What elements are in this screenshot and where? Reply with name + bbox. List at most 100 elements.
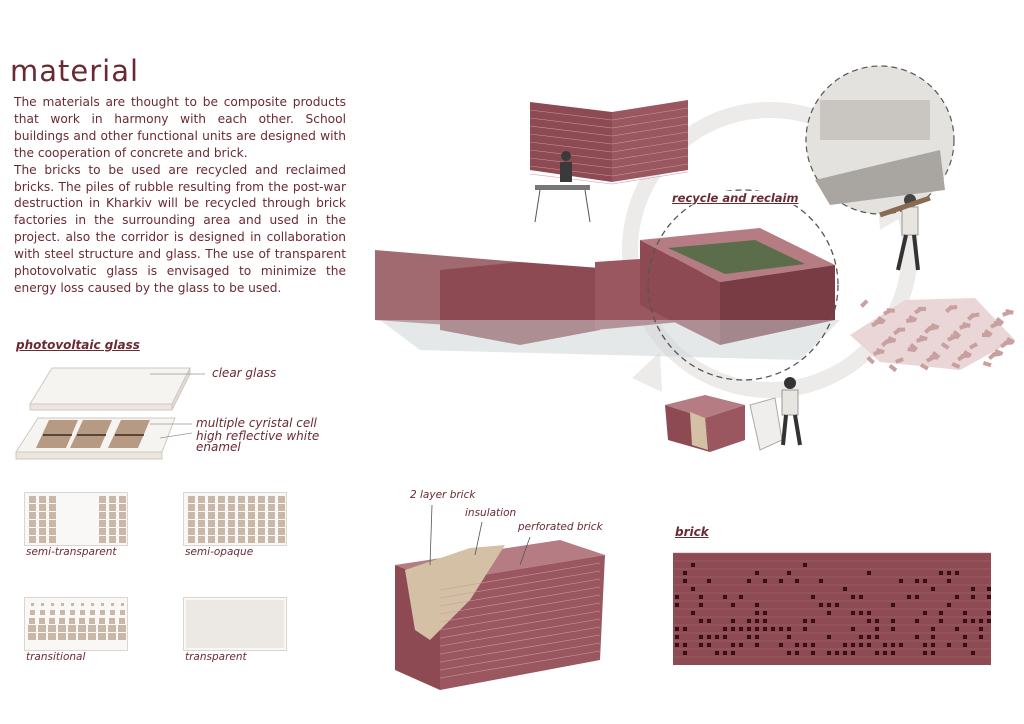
cell-plate	[15, 417, 193, 460]
brick-perforation	[675, 627, 679, 631]
pv-cell	[99, 610, 105, 615]
paragraph-1: The materials are thought to be composit…	[14, 95, 346, 160]
brick-perforation	[803, 563, 807, 567]
brick-perforation	[979, 619, 983, 623]
brick-perforation	[755, 643, 759, 647]
pv-cell	[38, 528, 46, 535]
brick-perforation	[731, 603, 735, 607]
pv-cell	[79, 617, 85, 624]
brick-perforation	[923, 651, 927, 655]
brick-rubble-pile	[850, 298, 1015, 373]
brick-perforation	[763, 611, 767, 615]
brick-perforation	[731, 643, 735, 647]
pv-cell	[38, 496, 46, 503]
pv-cell	[197, 528, 205, 535]
transparent-label: transparent	[185, 651, 247, 663]
brick-perforation	[747, 635, 751, 639]
brick-perforation	[931, 587, 935, 591]
brick-perforation	[971, 651, 975, 655]
brick-perforation	[851, 643, 855, 647]
pv-cell	[197, 496, 205, 503]
pv-cell	[38, 504, 46, 511]
brick-perforation	[963, 635, 967, 639]
pv-cell	[187, 496, 195, 503]
brick-perforation	[771, 627, 775, 631]
pv-cell	[187, 512, 195, 519]
pv-cell	[237, 512, 245, 519]
brick-perforation	[987, 595, 991, 599]
rubble-photo	[805, 65, 955, 215]
brick-perforation	[755, 603, 759, 607]
brick-perforation	[891, 627, 895, 631]
pv-cell	[28, 496, 36, 503]
clear-glass-plate	[29, 367, 205, 411]
pv-cell	[217, 520, 225, 527]
pv-cell	[207, 536, 215, 543]
pv-cell	[237, 520, 245, 527]
pv-cell	[237, 504, 245, 511]
brick-perforation	[859, 635, 863, 639]
brick-perforation	[739, 643, 743, 647]
brick-perforation	[683, 627, 687, 631]
pv-cell	[118, 504, 126, 511]
pv-cell	[207, 504, 215, 511]
brick-perforation	[747, 579, 751, 583]
worker-figure-1	[534, 151, 591, 223]
brick-perforation	[947, 571, 951, 575]
pv-cell	[237, 496, 245, 503]
pv-cell	[247, 536, 255, 543]
pv-cell	[227, 536, 235, 543]
brick-perforation	[723, 595, 727, 599]
pv-cell	[108, 520, 116, 527]
pv-cell	[277, 520, 285, 527]
brick-perforation	[827, 635, 831, 639]
brick-perforation	[811, 595, 815, 599]
brick-perforation	[699, 643, 703, 647]
pv-cell	[98, 624, 106, 632]
leader-line	[429, 504, 433, 566]
brick-perforation	[787, 635, 791, 639]
brick-cart	[665, 377, 802, 452]
pv-cell	[30, 603, 34, 606]
pv-cell	[59, 610, 65, 615]
brick-perforation	[683, 651, 687, 655]
pv-cell	[267, 528, 275, 535]
brick-perforation	[763, 579, 767, 583]
brick-perforation	[811, 643, 815, 647]
pv-cell	[98, 504, 106, 511]
pv-cell	[207, 512, 215, 519]
brick-perforation	[811, 619, 815, 623]
brick-perforation	[915, 595, 919, 599]
brick-perforation	[739, 627, 743, 631]
leader-line	[519, 536, 531, 566]
pv-cell	[98, 632, 106, 640]
pv-cell	[68, 624, 76, 632]
photovoltaic-heading: photovoltaic glass	[16, 338, 140, 352]
pv-cell	[118, 512, 126, 519]
brick-perforation	[867, 619, 871, 623]
pv-cell	[38, 632, 46, 640]
pv-cell	[207, 528, 215, 535]
pv-cell	[257, 536, 265, 543]
brick-perforation	[963, 611, 967, 615]
paragraph-2: The bricks to be used are recycled and r…	[14, 162, 346, 295]
pv-cell	[217, 512, 225, 519]
brick-perforation	[827, 651, 831, 655]
brick-perforation	[955, 627, 959, 631]
pv-cell	[227, 520, 235, 527]
pv-cell	[38, 520, 46, 527]
pv-cell	[28, 536, 36, 543]
page-title: material	[10, 54, 140, 88]
pv-cell	[48, 512, 56, 519]
brick-perforation	[851, 627, 855, 631]
pv-cell	[99, 617, 105, 624]
brick-perforation	[723, 627, 727, 631]
brick-perforation	[867, 635, 871, 639]
brick-perforation	[955, 571, 959, 575]
clear-glass-label: clear glass	[212, 366, 277, 380]
brick-perforation	[939, 611, 943, 615]
pv-cell	[187, 504, 195, 511]
brick-perforation	[731, 627, 735, 631]
brick-perforation	[875, 651, 879, 655]
